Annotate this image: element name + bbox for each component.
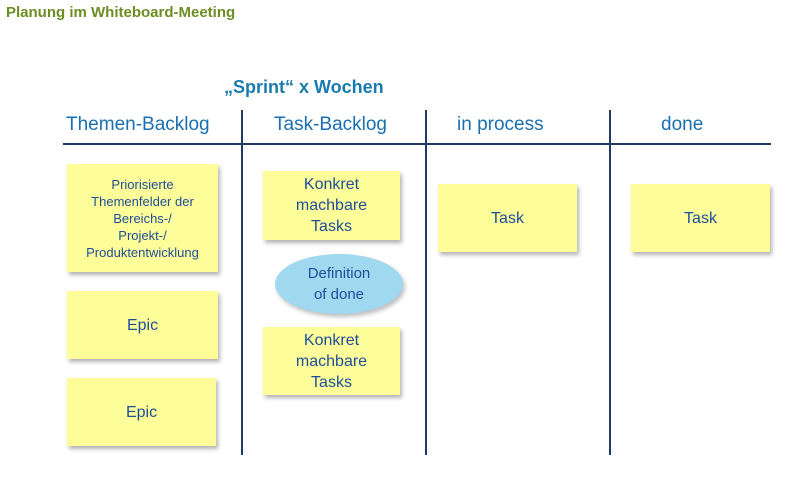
definition-of-done-ellipse[interactable]: Definition of done bbox=[275, 254, 403, 314]
sprint-duration-label: „Sprint“ x Wochen bbox=[224, 77, 384, 97]
column-header-done: done bbox=[661, 114, 704, 135]
column-header-task-backlog: Task-Backlog bbox=[274, 114, 387, 135]
column-header-in-process: in process bbox=[457, 114, 544, 135]
sticky-note-konkret-machbare-tasks[interactable]: Konkret machbare Tasks bbox=[263, 327, 400, 395]
sticky-note-epic[interactable]: Epic bbox=[67, 378, 216, 446]
sticky-note-konkret-machbare-tasks[interactable]: Konkret machbare Tasks bbox=[263, 171, 400, 240]
column-divider-1 bbox=[241, 110, 243, 455]
column-header-themen-backlog: Themen-Backlog bbox=[66, 114, 210, 135]
sticky-note-epic[interactable]: Epic bbox=[67, 291, 218, 359]
board-header-divider bbox=[63, 143, 771, 145]
sticky-note-themenfelder[interactable]: Priorisierte Themenfelder der Bereichs-/… bbox=[67, 164, 218, 272]
sticky-note-task-done[interactable]: Task bbox=[631, 184, 770, 252]
column-divider-3 bbox=[609, 110, 611, 455]
page-title: Planung im Whiteboard-Meeting bbox=[6, 4, 236, 21]
sticky-note-task-in-process[interactable]: Task bbox=[438, 184, 577, 252]
column-divider-2 bbox=[425, 110, 427, 455]
